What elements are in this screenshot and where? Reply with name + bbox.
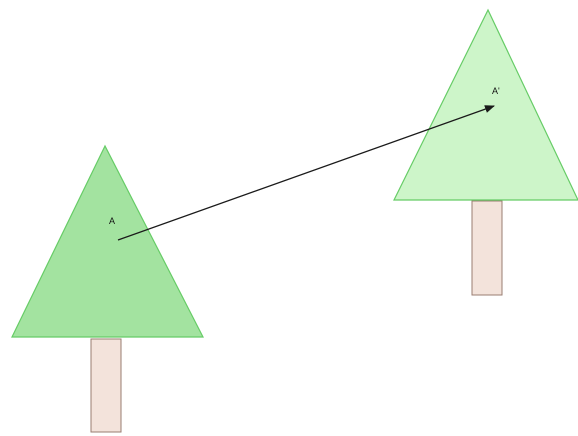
point-label-a-prime: A' (492, 86, 500, 96)
canopy-original (11, 144, 204, 338)
translation-vector-arrow (117, 105, 495, 241)
point-label-a: A (109, 216, 115, 226)
tree-image: A' (393, 8, 578, 296)
canopy-image (393, 8, 578, 201)
trunk-original (90, 338, 122, 433)
trunk-image (471, 200, 503, 296)
tree-original: A (11, 144, 204, 433)
